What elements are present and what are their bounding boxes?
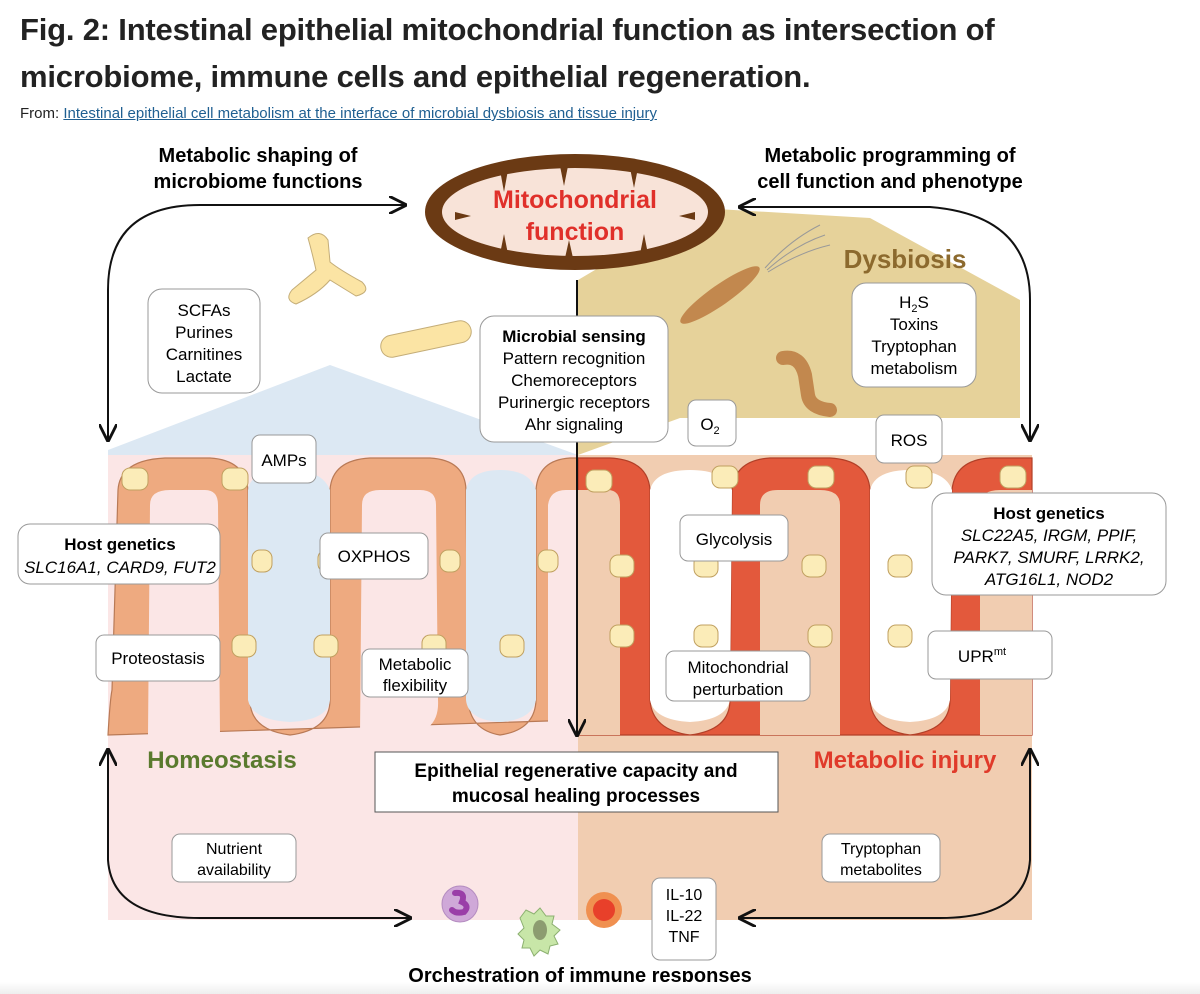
metabolite-lactate: Lactate (176, 367, 232, 386)
svg-text:Mitochondrial: Mitochondrial (687, 658, 788, 677)
figure-title: Fig. 2: Intestinal epithelial mitochondr… (20, 12, 995, 94)
svg-text:Proteostasis: Proteostasis (111, 649, 205, 668)
mito-title-line2: function (526, 218, 625, 246)
svg-text:AMPs: AMPs (261, 451, 306, 470)
branched-bacterium-icon (288, 233, 367, 305)
lumen-gap-left (248, 470, 536, 722)
proteostasis-box: Proteostasis (95, 634, 221, 682)
microbial-sensing-heading: Microbial sensing (502, 327, 646, 346)
tryptophan-metabolites-box: Tryptophan metabolites (821, 833, 941, 883)
lymphocyte-icon (586, 892, 622, 928)
villus-left-inner (148, 490, 578, 735)
svg-text:IL-10: IL-10 (666, 887, 703, 904)
healthy-villi (107, 457, 579, 736)
bottom-heading: Orchestration of immune responses (408, 965, 751, 987)
upr-mt-box: UPRmt (927, 630, 1053, 680)
metabolite-purines: Purines (175, 323, 233, 342)
dysbiosis-label: Dysbiosis (844, 244, 967, 274)
metabolite-scfas: SCFAs (178, 301, 231, 320)
svg-text:Glycolysis: Glycolysis (696, 530, 773, 549)
svg-text:Tryptophan: Tryptophan (841, 841, 921, 858)
amps-box: AMPs (251, 434, 317, 484)
dysbiosis-item: Toxins (890, 315, 938, 334)
svg-text:OXPHOS: OXPHOS (338, 547, 411, 566)
source-article-link[interactable]: Intestinal epithelial cell metabolism at… (63, 105, 657, 122)
sensing-item: Chemoreceptors (511, 371, 637, 390)
svg-text:IL-22: IL-22 (666, 908, 703, 925)
metabolic-injury-label: Metabolic injury (814, 747, 997, 774)
homeostasis-label: Homeostasis (147, 747, 296, 774)
oxphos-box: OXPHOS (319, 532, 429, 580)
cytokines-box: IL-10 IL-22 TNF (651, 877, 717, 961)
goblet-cells (121, 465, 1027, 658)
arrow-top-right (740, 207, 1030, 440)
svg-text:TNF: TNF (668, 929, 699, 946)
svg-text:Host genetics: Host genetics (993, 504, 1104, 523)
page-bottom-edge (0, 982, 1200, 994)
metabolic-flexibility-box: Metabolic flexibility (361, 648, 469, 698)
svg-text:SLC22A5, IRGM, PPIF,: SLC22A5, IRGM, PPIF, (961, 526, 1137, 545)
heading-top-right-1: Metabolic programming of (764, 145, 1015, 167)
svg-text:SLC16A1, CARD9, FUT2: SLC16A1, CARD9, FUT2 (24, 558, 216, 577)
mitochondrion: Mitochondrial function (425, 154, 725, 270)
svg-text:metabolites: metabolites (840, 862, 922, 879)
h2s-label: H2S (899, 293, 929, 315)
source-line: From: Intestinal epithelial cell metabol… (20, 105, 657, 122)
svg-text:O2: O2 (700, 415, 719, 437)
host-genetics-right-box: Host genetics SLC22A5, IRGM, PPIF, PARK7… (931, 492, 1167, 596)
microbial-sensing-box: Microbial sensing Pattern recognition Ch… (479, 315, 669, 443)
svg-text:availability: availability (197, 862, 271, 879)
arrow-bottom-left (108, 750, 410, 918)
sensing-item: Ahr signaling (525, 415, 623, 434)
svg-text:Host genetics: Host genetics (64, 535, 175, 554)
o2-box: O2 (687, 399, 737, 447)
villus-right-inner (578, 490, 1032, 735)
metabolite-carnitines: Carnitines (166, 345, 243, 364)
host-genetics-left-box: Host genetics SLC16A1, CARD9, FUT2 (17, 523, 221, 585)
heading-top-right-2: cell function and phenotype (757, 171, 1023, 193)
svg-text:PARK7, SMURF, LRRK2,: PARK7, SMURF, LRRK2, (953, 548, 1144, 567)
arrow-top-left (108, 205, 405, 440)
ros-box: ROS (875, 414, 943, 464)
dysbiosis-metabolites-box: H2S Toxins Tryptophan metabolism (851, 282, 977, 388)
rod-bacterium-icon (380, 320, 472, 358)
sensing-item: Pattern recognition (503, 349, 646, 368)
regeneration-box: Epithelial regenerative capacity and muc… (374, 751, 779, 813)
svg-text:mucosal healing processes: mucosal healing processes (452, 786, 700, 807)
heading-top-left-1: Metabolic shaping of (159, 145, 358, 167)
svg-text:UPRmt: UPRmt (958, 646, 1006, 666)
svg-text:perturbation: perturbation (693, 680, 784, 699)
from-label: From: (20, 105, 60, 122)
svg-text:Epithelial regenerative capaci: Epithelial regenerative capacity and (414, 761, 737, 782)
neutrophil-icon (441, 885, 479, 923)
svg-text:Metabolic: Metabolic (379, 655, 452, 674)
glycolysis-box: Glycolysis (679, 514, 789, 562)
spiral-bacterium-icon (776, 350, 837, 417)
nutrient-availability-box: Nutrient availability (171, 833, 297, 883)
macrophage-icon (517, 907, 561, 957)
dysbiosis-item: Tryptophan (871, 337, 956, 356)
svg-text:Nutrient: Nutrient (206, 841, 263, 858)
heading-top-left-2: microbiome functions (154, 171, 363, 193)
mito-title-line1: Mitochondrial (493, 186, 657, 214)
svg-text:flexibility: flexibility (383, 676, 448, 695)
svg-text:ROS: ROS (891, 431, 928, 450)
arrow-bottom-right (740, 750, 1030, 918)
dysbiosis-item: metabolism (871, 359, 958, 378)
sensing-item: Purinergic receptors (498, 393, 650, 412)
svg-text:ATG16L1, NOD2: ATG16L1, NOD2 (984, 570, 1114, 589)
flagellated-bacterium-icon (680, 224, 831, 324)
mito-perturbation-box: Mitochondrial perturbation (665, 650, 811, 702)
metabolites-box: SCFAs Purines Carnitines Lactate (147, 288, 261, 394)
